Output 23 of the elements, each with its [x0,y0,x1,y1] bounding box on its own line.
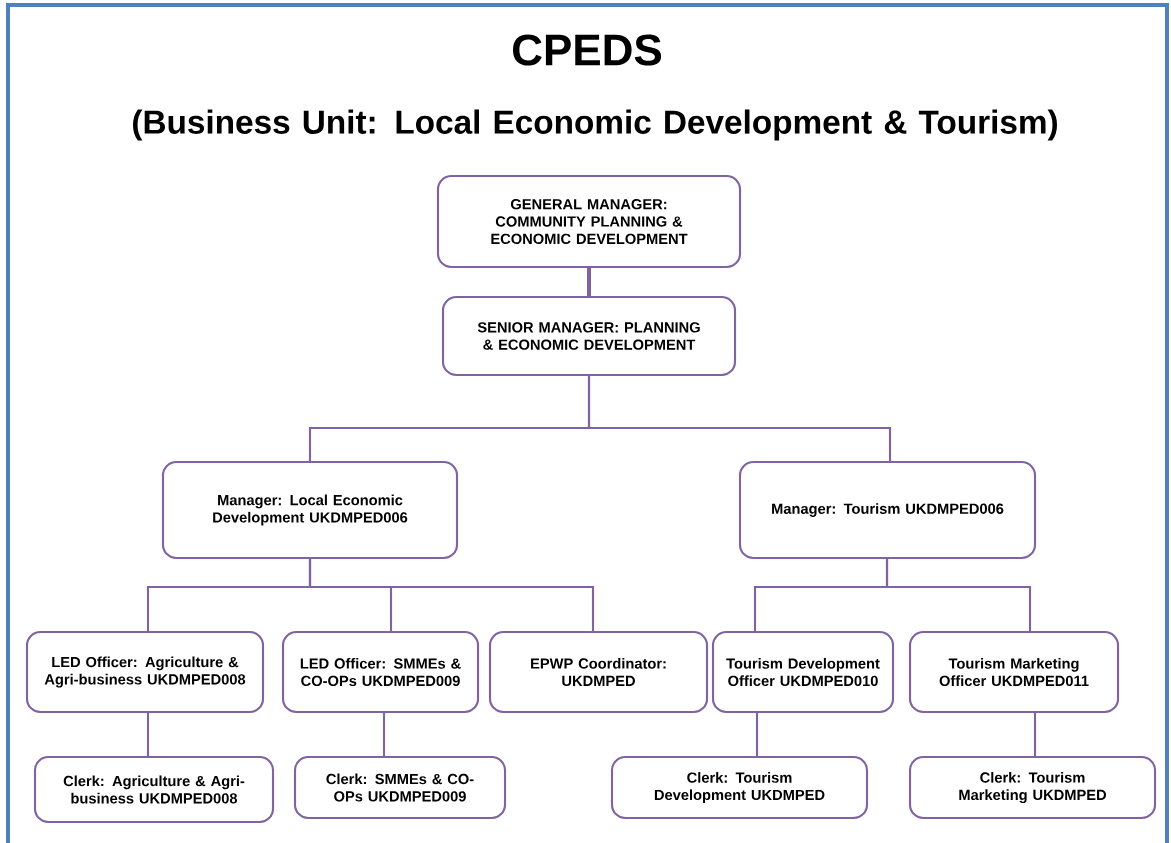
subtitle: (Business Unit: Local Economic Development & Tourism) [133,109,1057,141]
org-box: EPWP Coordinator: UKDMPED [488,630,709,714]
org-box: LED Officer: SMMEs & CO-OPs UKDMPED009 [281,630,480,714]
org-box: Clerk: Tourism Development UKDMPED [610,755,869,820]
connector-line [587,375,892,462]
title: CPEDS [513,34,662,66]
org-box: Manager: Tourism UKDMPED006 [738,460,1037,560]
connector-line [885,558,1032,632]
connector-line [146,712,150,757]
org-box: GENERAL MANAGER: COMMUNITY PLANNING & ECONOMIC DEVELOPMENT [436,174,742,269]
org-box: Clerk: Tourism Marketing UKDMPED [908,755,1157,820]
connector-line [755,712,759,757]
org-box: Tourism Development Officer UKDMPED010 [711,630,895,714]
org-box: Tourism Marketing Officer UKDMPED011 [908,630,1120,714]
org-box: Clerk: Agriculture & Agri-business UKDMPED008 [33,755,275,824]
org-box: Manager: Local Economic Development UKDMPED006 [161,460,459,560]
org-box: LED Officer: Agriculture & Agri-business UKDMPED008 [25,630,265,714]
connector-line [1033,712,1037,757]
connector-line [587,267,591,297]
connector-line [308,558,595,632]
org-box: Clerk: SMMEs & CO-OPs UKDMPED009 [293,755,507,820]
org-box: SENIOR MANAGER: PLANNING & ECONOMIC DEVELOPMENT [441,295,737,377]
connector-line [382,712,386,757]
